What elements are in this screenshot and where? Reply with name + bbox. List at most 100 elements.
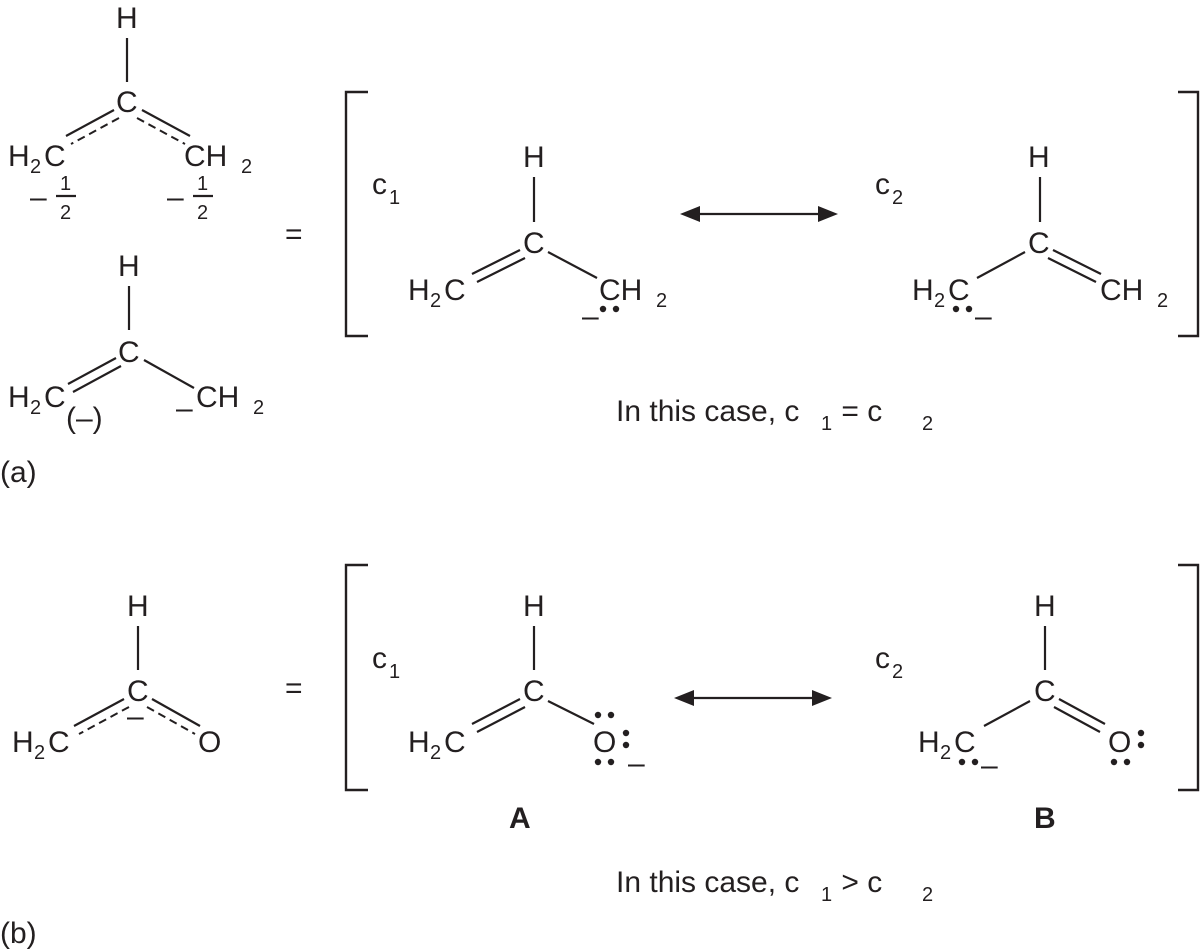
bond-left-single	[73, 698, 125, 727]
coefficient-subscript: 2	[892, 187, 903, 209]
ch2-left-group: H 2 C	[8, 140, 66, 178]
bond-right-double-b	[1047, 257, 1097, 283]
resonance-arrow	[674, 690, 832, 706]
bond-left-double-b	[476, 706, 526, 733]
conclusion-operator: = c	[833, 395, 882, 428]
atom-h2c-c: C	[948, 274, 970, 307]
coefficient-letter: c	[372, 168, 387, 201]
lone-pair-dot	[958, 758, 966, 766]
bond-left-double-a	[67, 357, 117, 385]
coefficient-letter: c	[875, 642, 890, 675]
bond-c-o-double-a	[1058, 698, 1106, 725]
enolate-hybrid-structure: H C – H 2 C O	[12, 590, 221, 764]
lone-pair-dot	[1110, 758, 1118, 766]
half-denominator: 2	[60, 202, 71, 224]
atom-h2c-c: C	[444, 274, 466, 307]
lone-pair-dot	[622, 729, 630, 737]
bond-right-partial	[146, 706, 196, 735]
arrow-head-left	[680, 206, 700, 222]
coefficient-subscript: 1	[389, 187, 400, 209]
ch2-left-group: H 2 C	[8, 381, 66, 419]
conclusion-b: In this case, c 1 > c 2	[616, 866, 933, 906]
bond-left-single	[976, 251, 1026, 279]
atom-h2c-h: H	[408, 726, 430, 759]
atom-h2c-h: H	[408, 274, 430, 307]
coefficient-subscript: 2	[892, 661, 903, 683]
atom-h2c-sub: 2	[34, 742, 45, 764]
resonance-structure-a: H C H 2 C O – A	[408, 590, 645, 835]
lone-pair-dot	[622, 741, 630, 749]
atom-c-central: C	[1028, 227, 1050, 260]
atom-h2c-c: C	[48, 726, 70, 759]
coefficient-c1: c 1	[372, 168, 400, 209]
conclusion-subscript-1: 1	[821, 413, 832, 435]
bond-right-partial	[136, 117, 186, 145]
atom-h2c-sub: 2	[430, 290, 441, 312]
lone-pair-dot	[1137, 741, 1145, 749]
atom-c-central: C	[127, 675, 149, 708]
half-denominator: 2	[197, 202, 208, 224]
lone-pair-dot	[594, 711, 602, 719]
structure-label-b: B	[1034, 802, 1056, 835]
lone-pair-dot	[1123, 758, 1131, 766]
allyl-alternate-structure: H C H 2 C (–) – CH 2	[8, 250, 264, 435]
arrow-head-right	[818, 206, 838, 222]
charge-minus: –	[176, 392, 193, 425]
ch2-left-group: H 2 C	[408, 274, 466, 312]
lone-pair-dot	[971, 758, 979, 766]
ch2-right-group: CH 2	[599, 274, 667, 312]
ch2-right-group: CH 2	[184, 140, 252, 178]
atom-h: H	[127, 590, 149, 623]
bond-right-double-a	[1052, 249, 1102, 275]
lone-pair-dot	[607, 758, 615, 766]
bond-left-partial	[70, 117, 120, 145]
bracket-left	[344, 563, 368, 792]
bond-right-single	[547, 251, 598, 279]
bond-right-single	[151, 698, 201, 727]
lone-pair-dot	[1137, 729, 1145, 737]
coefficient-c1: c 1	[372, 642, 400, 683]
atom-h2c-sub: 2	[30, 156, 41, 178]
panel-label-b: (b)	[0, 917, 37, 950]
coefficient-letter: c	[875, 168, 890, 201]
bond-left-single	[983, 700, 1031, 727]
panel-a: H C H 2 C CH 2 – 1 2 –	[0, 2, 1200, 489]
panel-label-a: (a)	[0, 456, 37, 489]
atom-c-central: C	[1034, 675, 1056, 708]
conclusion-subscript-2: 2	[922, 884, 933, 906]
lone-pair-dot	[612, 305, 620, 313]
bond-left-double-a	[471, 698, 521, 725]
atom-ch2-ch: CH	[184, 140, 227, 173]
atom-o: O	[198, 726, 221, 759]
atom-h2c-c: C	[444, 726, 466, 759]
ch2-left-group: H 2 C	[408, 726, 466, 764]
resonance-arrow	[680, 206, 838, 222]
atom-h: H	[523, 141, 545, 174]
atom-c-central: C	[523, 675, 545, 708]
bracket-right	[1178, 563, 1200, 792]
lone-pair-dot	[965, 305, 973, 313]
ch2-left-group: H 2 C	[912, 274, 970, 312]
partial-charge-left: – 1 2	[30, 173, 76, 224]
atom-h2c-h: H	[8, 140, 30, 173]
bond-right-single	[141, 109, 191, 137]
resonance-structure-b: H C H 2 C – O B	[918, 590, 1145, 835]
atom-h2c-sub: 2	[940, 742, 951, 764]
conclusion-a: In this case, c 1 = c 2	[616, 395, 933, 435]
coefficient-letter: c	[372, 642, 387, 675]
charge-parenthetical: (–)	[66, 402, 103, 435]
atom-c-central: C	[523, 227, 545, 260]
bracket-left	[344, 90, 368, 338]
atom-h: H	[523, 590, 545, 623]
bond-left-double-b	[72, 365, 122, 393]
atom-o: O	[593, 726, 616, 759]
structure-label-a: A	[509, 802, 531, 835]
bond-left-double-b	[476, 257, 526, 283]
bracket-right	[1178, 90, 1200, 338]
atom-h2c-sub: 2	[430, 742, 441, 764]
atom-o: O	[1108, 726, 1131, 759]
minus-sign: –	[30, 181, 47, 214]
atom-h2c-c: C	[44, 140, 66, 173]
equals-sign: =	[285, 672, 303, 705]
